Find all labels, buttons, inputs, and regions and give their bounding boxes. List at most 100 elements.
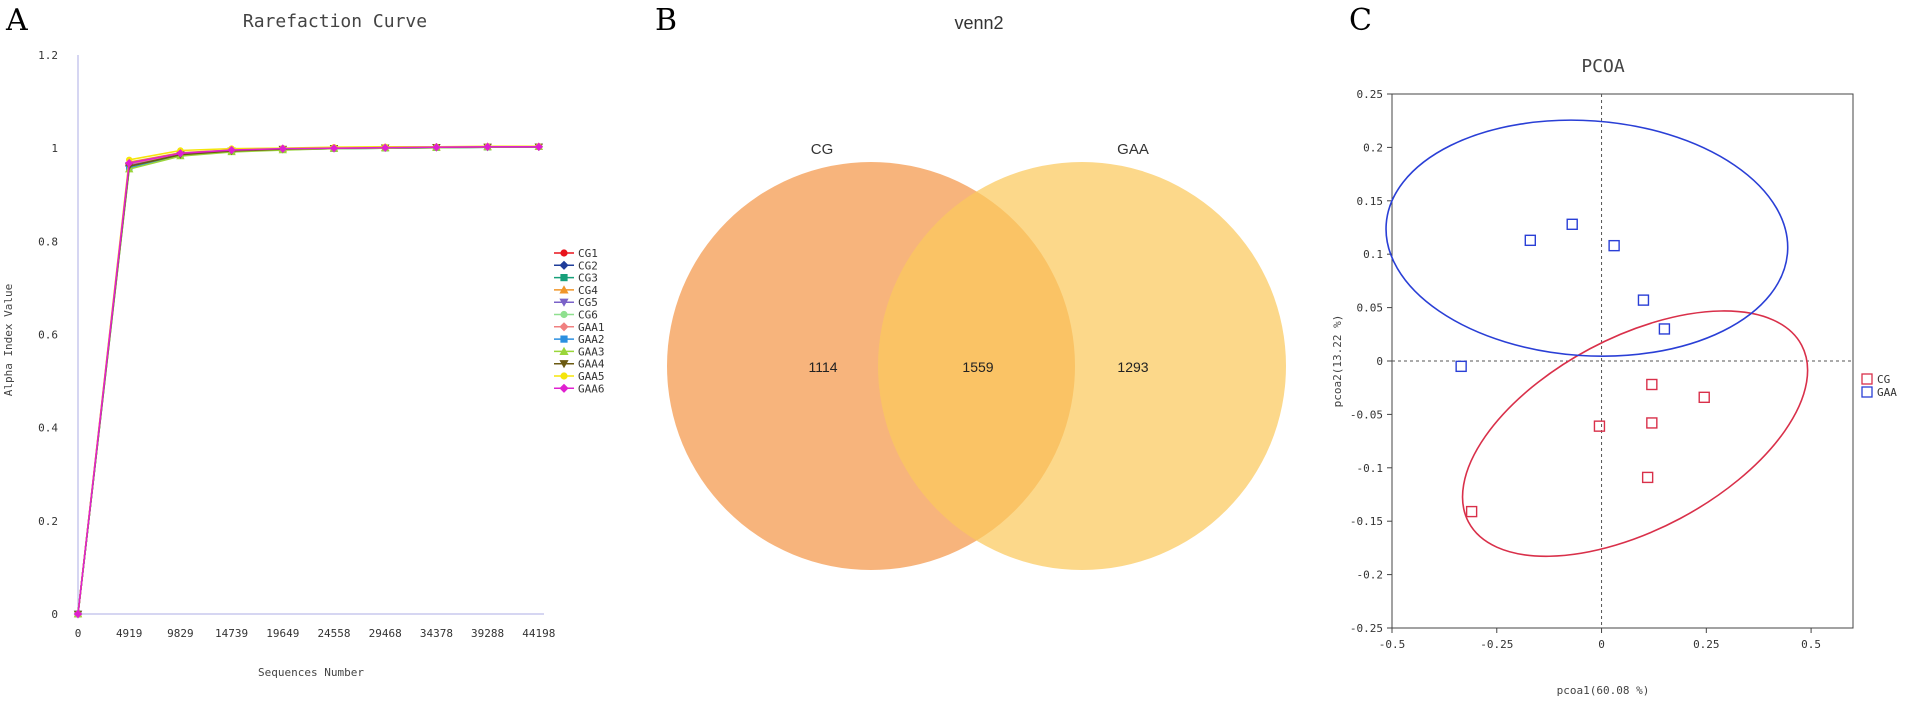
legend-label: CG4: [578, 284, 598, 297]
rarefaction-data-point: [534, 142, 543, 151]
legend-marker: [559, 346, 569, 355]
rarefaction-y-tick-label: 1: [51, 142, 58, 155]
pcoa-y-tick-label: -0.05: [1350, 408, 1383, 421]
pcoa-reference-lines: [1392, 94, 1853, 628]
rarefaction-data-point: [432, 143, 441, 152]
pcoa-points: [1455, 218, 1710, 518]
pcoa-ellipse-gaa: [1385, 119, 1789, 358]
pcoa-legend-marker: [1861, 386, 1873, 398]
rarefaction-x-tick-label: 29468: [369, 627, 402, 640]
rarefaction-data-point: [483, 142, 492, 151]
pcoa-legend-label: GAA: [1877, 386, 1897, 399]
panel-letter-b: B: [655, 3, 677, 38]
pcoa-point-cg: [1641, 471, 1654, 484]
pcoa-legend-marker: [1861, 373, 1873, 385]
legend-marker: [560, 310, 568, 319]
panel-letter-a: A: [5, 3, 28, 38]
legend-marker: [559, 285, 569, 294]
legend-marker: [559, 322, 569, 332]
venn-set-label-cg: CG: [811, 141, 834, 158]
rarefaction-data-point: [227, 145, 236, 155]
pcoa-x-tick-label: -0.5: [1379, 638, 1406, 651]
legend-label: GAA4: [578, 358, 605, 371]
pcoa-y-tick-label: 0: [1376, 355, 1383, 368]
rarefaction-y-tick-label: 0.2: [38, 515, 58, 528]
pcoa-y-tick-label: 0.1: [1363, 248, 1383, 261]
panel-c: C PCOA -0.25-0.2-0.15-0.1-0.0500.050.10.…: [1331, 3, 1897, 697]
pcoa-ellipses: [1385, 119, 1809, 558]
rarefaction-title: Rarefaction Curve: [243, 11, 427, 32]
rarefaction-x-tick-label: 0: [75, 627, 82, 640]
pcoa-x-tick-label: 0.5: [1801, 638, 1821, 651]
pcoa-point-cg: [1593, 420, 1606, 432]
rarefaction-y-label: Alpha Index Value: [2, 284, 15, 397]
pcoa-ellipse-cg: [1461, 310, 1809, 558]
rarefaction-series-line: [77, 145, 539, 615]
pcoa-x-tick-label: 0.25: [1693, 638, 1720, 651]
legend-label: GAA6: [578, 382, 605, 395]
pcoa-y-tick-label: -0.2: [1357, 569, 1384, 582]
pcoa-y-tick-label: -0.25: [1350, 622, 1383, 635]
legend-marker: [559, 260, 569, 270]
rarefaction-x-tick-label: 44198: [522, 627, 555, 640]
venn-circle-gaa: [878, 162, 1286, 570]
pcoa-y-tick-label: -0.15: [1350, 515, 1383, 528]
pcoa-y-label: pcoa2(13.22 %): [1331, 315, 1344, 408]
legend-marker: [560, 335, 568, 343]
legend-label: GAA5: [578, 370, 605, 383]
rarefaction-series-line: [77, 145, 539, 615]
venn-set-label-gaa: GAA: [1117, 141, 1149, 158]
pcoa-x-ticks: -0.5 -0.25 0 0.25 0.5: [1379, 628, 1821, 651]
rarefaction-data-point: [329, 143, 339, 153]
rarefaction-series-line: [77, 145, 539, 615]
panel-letter-c: C: [1349, 3, 1372, 38]
rarefaction-series-line: [77, 145, 539, 615]
legend-marker: [560, 372, 568, 380]
legend-label: CG1: [578, 247, 598, 260]
legend-label: CG6: [578, 309, 598, 322]
rarefaction-series: [73, 142, 543, 619]
venn-count-intersection: 1559: [962, 359, 993, 375]
pcoa-point-gaa: [1637, 294, 1650, 306]
pcoa-y-tick-label: 0.05: [1357, 302, 1384, 315]
rarefaction-series-line: [77, 145, 539, 615]
legend-marker: [560, 274, 568, 282]
rarefaction-data-point: [381, 143, 390, 152]
rarefaction-y-tick-label: 1.2: [38, 49, 58, 62]
rarefaction-x-tick-label: 9829: [167, 627, 194, 640]
pcoa-point-gaa: [1524, 234, 1537, 247]
legend-marker: [559, 383, 569, 393]
rarefaction-series-line: [77, 145, 539, 615]
pcoa-y-tick-label: 0.15: [1357, 195, 1384, 208]
legend-label: GAA1: [578, 321, 605, 334]
rarefaction-x-label: Sequences Number: [258, 666, 364, 679]
pcoa-point-gaa: [1455, 360, 1467, 373]
pcoa-title: PCOA: [1581, 56, 1625, 77]
pcoa-legend-label: CG: [1877, 373, 1890, 386]
pcoa-point-cg: [1646, 378, 1658, 391]
pcoa-x-tick-label: -0.25: [1480, 638, 1513, 651]
rarefaction-y-tick-label: 0.6: [38, 329, 58, 342]
pcoa-point-gaa: [1608, 239, 1620, 252]
rarefaction-data-point: [278, 144, 287, 153]
rarefaction-x-tick-label: 19649: [266, 627, 299, 640]
rarefaction-series-line: [77, 145, 539, 615]
rarefaction-x-tick-label: 39288: [471, 627, 504, 640]
pcoa-point-cg: [1465, 505, 1478, 518]
pcoa-point-gaa: [1658, 323, 1671, 335]
legend-label: CG5: [578, 296, 598, 309]
pcoa-y-tick-label: 0.2: [1363, 141, 1383, 154]
rarefaction-y-tick-label: 0.4: [38, 422, 58, 435]
legend-label: GAA2: [578, 333, 605, 346]
rarefaction-y-ticks: 00.20.40.60.811.2: [38, 49, 58, 621]
venn-title: venn2: [954, 13, 1003, 33]
legend-label: CG3: [578, 272, 598, 285]
pcoa-y-ticks: -0.25-0.2-0.15-0.1-0.0500.050.10.150.20.…: [1350, 88, 1392, 635]
pcoa-x-tick-label: 0: [1598, 638, 1605, 651]
venn-count-gaa-only: 1293: [1117, 359, 1148, 375]
legend-label: CG2: [578, 259, 598, 272]
